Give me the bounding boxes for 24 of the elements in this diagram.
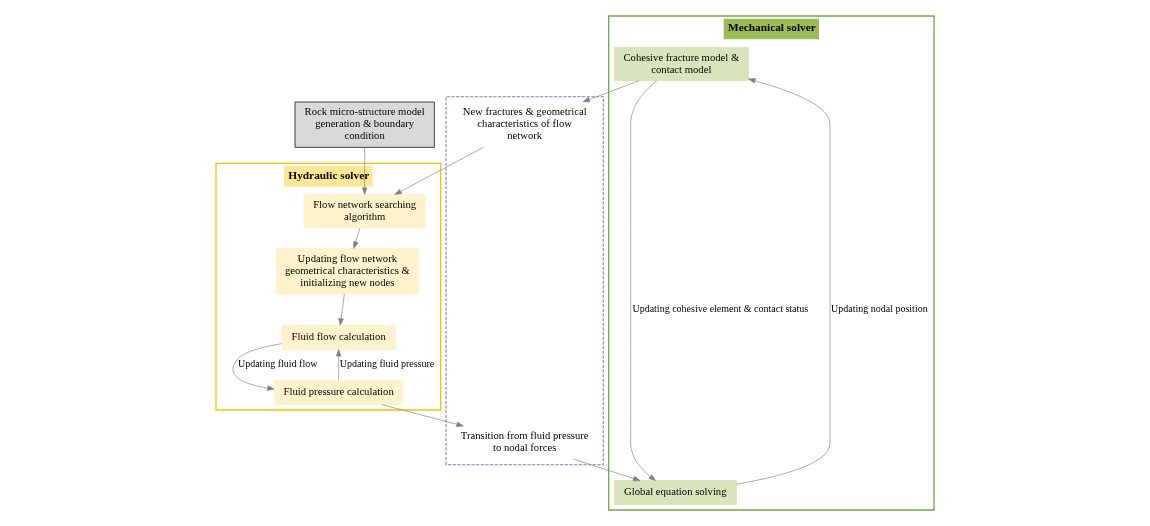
node-text: Transition from fluid pressure to nodal forces	[460, 430, 589, 454]
node-box: Fluid pressure calculation	[273, 380, 404, 406]
arrow	[394, 147, 484, 195]
arrow	[573, 459, 641, 482]
node-box: Cohesive fracture model & contact model	[613, 46, 749, 82]
arrow	[353, 227, 361, 249]
edge-label: Updating cohesive element & contact status	[632, 303, 809, 314]
edge-label: Updating fluid pressure	[339, 358, 435, 370]
node-box: Rock micro-structure model generation & boundary condition	[294, 101, 435, 148]
arrow	[381, 404, 464, 427]
node-text: New fractures & geometrical characteristics of flow network	[462, 106, 587, 142]
node-box: Updating flow network geometrical characteristics & initializing new nodes	[275, 248, 419, 295]
arrow	[232, 343, 283, 391]
node-box: Global equation solving	[613, 480, 737, 506]
edge-label: Updating nodal position	[831, 303, 928, 314]
node-box: Fluid flow calculation	[281, 324, 396, 350]
node-box: Flow network searching algorithm	[303, 194, 426, 229]
edge-label: Updating fluid flow	[237, 358, 318, 370]
arrow	[362, 147, 368, 195]
arrow	[736, 78, 831, 485]
arrow	[630, 80, 657, 481]
arrow	[336, 349, 342, 381]
arrow	[338, 293, 345, 326]
arrow	[582, 80, 640, 103]
